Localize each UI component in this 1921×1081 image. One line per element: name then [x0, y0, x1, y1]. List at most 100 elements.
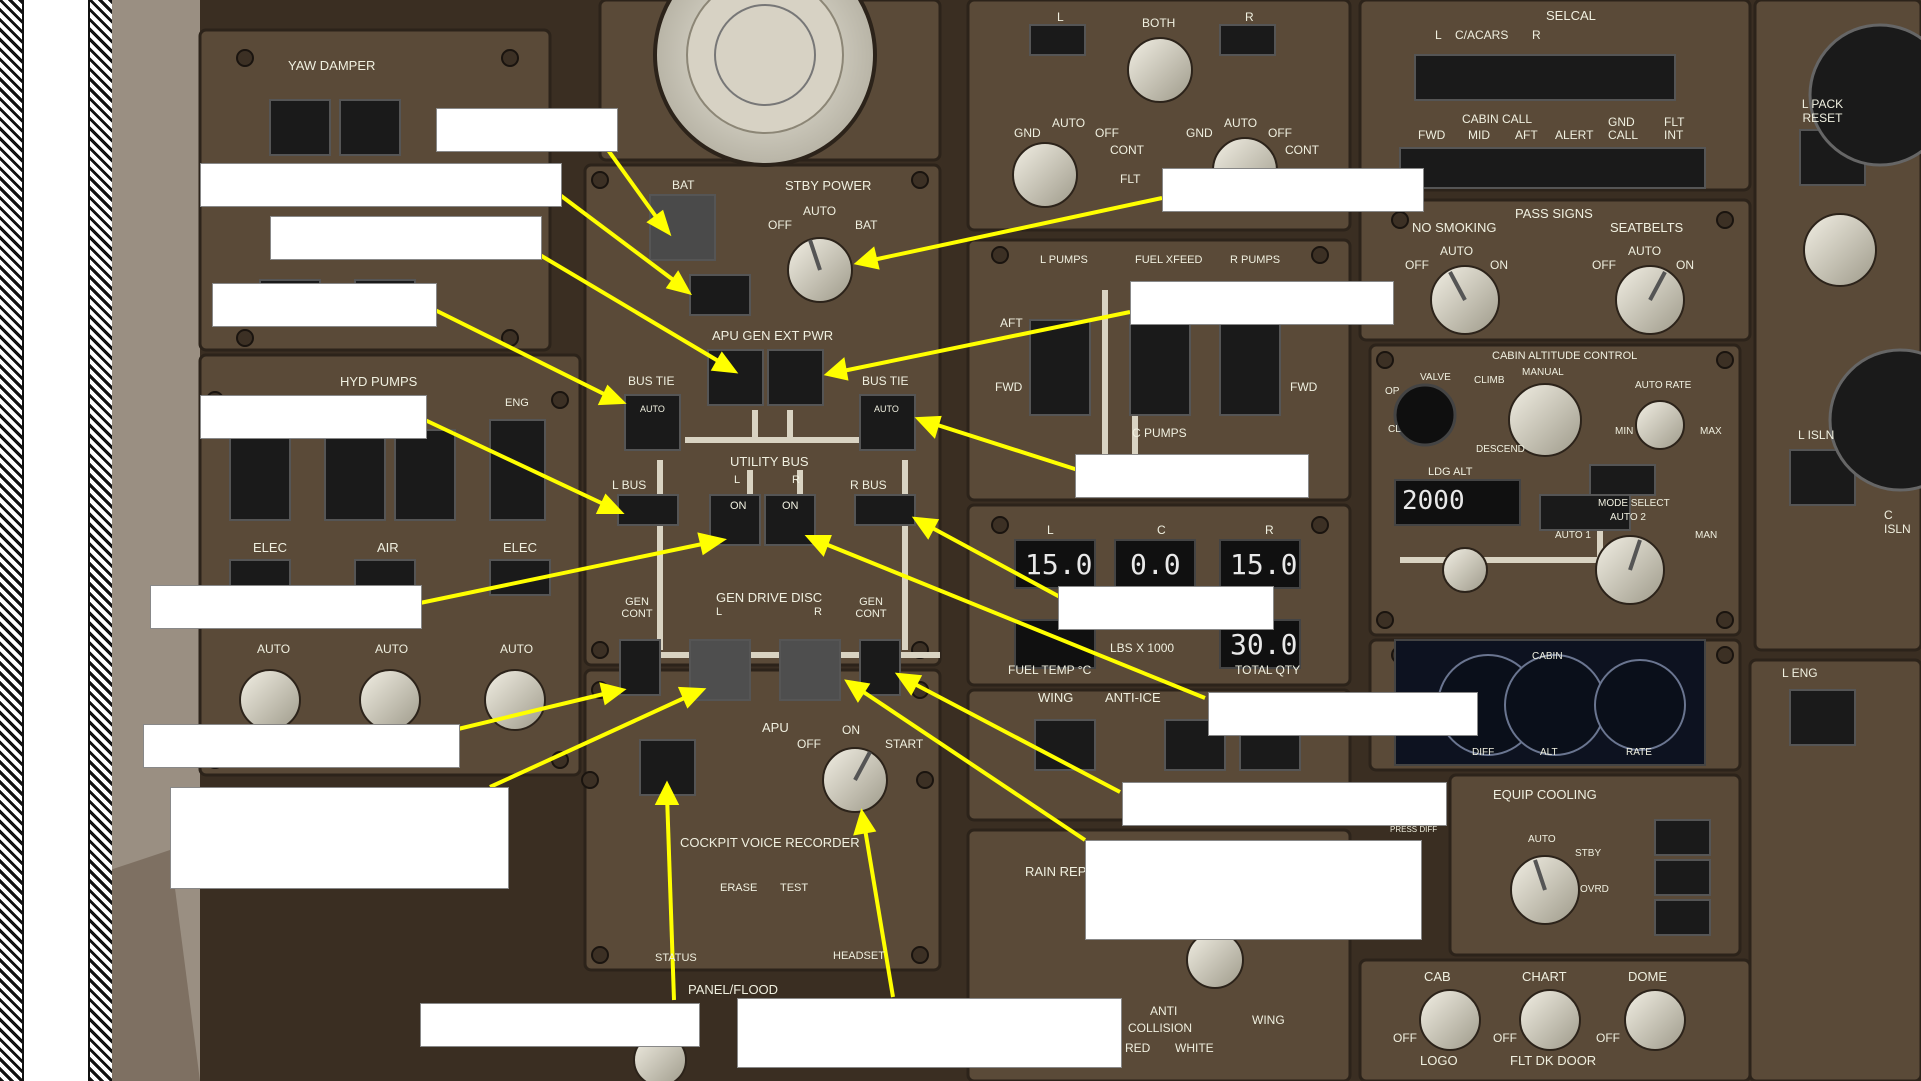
fuel-r-pumps: R PUMPS: [1230, 254, 1281, 266]
mode-select-man: MAN: [1695, 530, 1718, 541]
fuel-units: LBS X 1000: [1110, 641, 1175, 655]
press-diff-label: PRESS DIFF: [1390, 825, 1438, 834]
fuel-qty-l: 15.0: [1025, 548, 1093, 581]
engine-start-off-right: OFF: [1268, 126, 1292, 140]
equip-cooling-auto: AUTO: [1528, 834, 1556, 845]
cabin-alt-auto-rate: AUTO RATE: [1635, 380, 1692, 391]
anti-collision-wing: WING: [1252, 1013, 1285, 1027]
cabin-call-alert: ALERT: [1555, 128, 1594, 142]
equip-cooling-stby: STBY: [1575, 848, 1602, 859]
engine-start-flt: FLT: [1120, 172, 1141, 186]
light-dome: DOME: [1628, 969, 1667, 984]
equip-cooling-ovrd: OVRD: [1580, 884, 1609, 895]
bus-tie-right-label: BUS TIE: [862, 374, 909, 388]
bus-tie-left-auto: AUTO: [640, 404, 665, 414]
stby-power-title: STBY POWER: [785, 178, 872, 193]
cabin-call-title: CABIN CALL: [1462, 112, 1533, 126]
knob-pointers: [808, 239, 1667, 891]
cabin-gauge-rate: RATE: [1626, 747, 1652, 758]
gen-drive-disc-r: R: [814, 606, 822, 618]
seatbelts-auto: AUTO: [1628, 244, 1662, 258]
cabin-alt-min: MIN: [1615, 426, 1634, 437]
callout-box-14: [1122, 782, 1447, 826]
utility-bus-title: UTILITY BUS: [730, 454, 809, 469]
utility-bus-r: R: [792, 474, 800, 486]
hyd-auto-1: AUTO: [257, 642, 291, 656]
equip-cooling-title: EQUIP COOLING: [1493, 787, 1597, 802]
light-flt-dk-door: FLT DK DOOR: [1510, 1053, 1597, 1068]
light-logo: LOGO: [1420, 1053, 1458, 1068]
stby-power-bat: BAT: [855, 218, 878, 232]
r-bus-label: R BUS: [850, 478, 887, 492]
callout-box-6: [150, 585, 422, 629]
stby-power-auto: AUTO: [803, 204, 837, 218]
engine-start-off-left: OFF: [1095, 126, 1119, 140]
fuel-fwd-right: FWD: [1290, 380, 1318, 394]
no-smoking-on: ON: [1490, 258, 1508, 272]
utility-bus-right-on: ON: [782, 500, 799, 512]
gen-drive-disc-label: GEN DRIVE DISC: [716, 590, 823, 605]
engine-start-auto-left: AUTO: [1052, 116, 1086, 130]
anti-collision-white: WHITE: [1175, 1041, 1214, 1055]
callout-box-12: [1058, 586, 1274, 630]
l-bus-label: L BUS: [612, 478, 647, 492]
light-cab: CAB: [1424, 969, 1451, 984]
utility-bus-left-on: ON: [730, 500, 747, 512]
mode-select-label: MODE SELECT: [1598, 498, 1670, 509]
cabin-alt-max: MAX: [1700, 426, 1722, 437]
mode-select-auto2: AUTO 2: [1610, 512, 1646, 523]
hyd-eng-label: ENG: [505, 397, 529, 409]
hyd-elec-left: ELEC: [253, 540, 287, 555]
gen-cont-left-label: GEN CONT: [621, 596, 653, 620]
apu-start: START: [885, 737, 924, 751]
no-smoking-off: OFF: [1405, 258, 1429, 272]
fuel-qty-c-label: C: [1157, 523, 1166, 537]
engine-start-cont-left: CONT: [1110, 143, 1144, 157]
anti-ice-title: ANTI-ICE: [1105, 690, 1161, 705]
callout-box-17: [737, 998, 1122, 1068]
seatbelts-on: ON: [1676, 258, 1694, 272]
cabin-alt-descend: DESCEND: [1476, 444, 1525, 455]
bat-label: BAT: [672, 178, 695, 192]
light-chart-off: OFF: [1493, 1031, 1517, 1045]
rotary-knobs: [239, 37, 1877, 1081]
callout-box-2: [200, 163, 562, 207]
cabin-alt-cl: CL: [1388, 424, 1401, 435]
hyd-auto-2: AUTO: [375, 642, 409, 656]
fuel-temp-label: FUEL TEMP °C: [1008, 663, 1092, 677]
l-isln-label: L ISLN: [1798, 428, 1835, 442]
rain-rep-label: RAIN REP: [1025, 864, 1087, 879]
gen-cont-right-label: GEN CONT: [855, 596, 887, 620]
anti-collision-red: RED: [1125, 1041, 1151, 1055]
hyd-air: AIR: [377, 540, 399, 555]
cabin-call-flt-int: FLT INT: [1664, 115, 1685, 142]
apu-on: ON: [842, 723, 860, 737]
cabin-call-gnd-call: GND CALL: [1608, 115, 1639, 142]
callout-box-11: [1075, 454, 1309, 498]
cabin-call-aft: AFT: [1515, 128, 1538, 142]
cvr-status: STATUS: [655, 952, 697, 964]
callout-box-9: [1162, 168, 1424, 212]
callout-box-3: [270, 216, 542, 260]
outflow-valve-knob: [1393, 383, 1457, 447]
cabin-gauge-diff: DIFF: [1472, 747, 1495, 758]
callout-box-7: [143, 724, 460, 768]
selcal-l: L: [1435, 28, 1442, 42]
fuel-xfeed: FUEL XFEED: [1135, 254, 1203, 266]
engine-start-gnd-left: GND: [1014, 126, 1041, 140]
cvr-headset: HEADSET: [833, 950, 885, 962]
ldg-alt-value: 2000: [1402, 486, 1465, 516]
selcal-title: SELCAL: [1546, 8, 1596, 23]
engine-start-gnd-right: GND: [1186, 126, 1213, 140]
apu-gen-ext-pwr-label: APU GEN EXT PWR: [712, 328, 834, 343]
pass-signs-title: PASS SIGNS: [1515, 206, 1593, 221]
callout-box-10: [1130, 281, 1394, 325]
apu-title: APU: [762, 720, 789, 735]
callout-arrows: [419, 148, 1206, 1001]
anti-collision-collision: COLLISION: [1128, 1021, 1193, 1035]
callout-box-4: [212, 283, 437, 327]
fuel-total: 30.0: [1230, 628, 1298, 661]
fuel-qty-r: 15.0: [1230, 548, 1298, 581]
fuel-qty-c: 0.0: [1130, 548, 1181, 581]
